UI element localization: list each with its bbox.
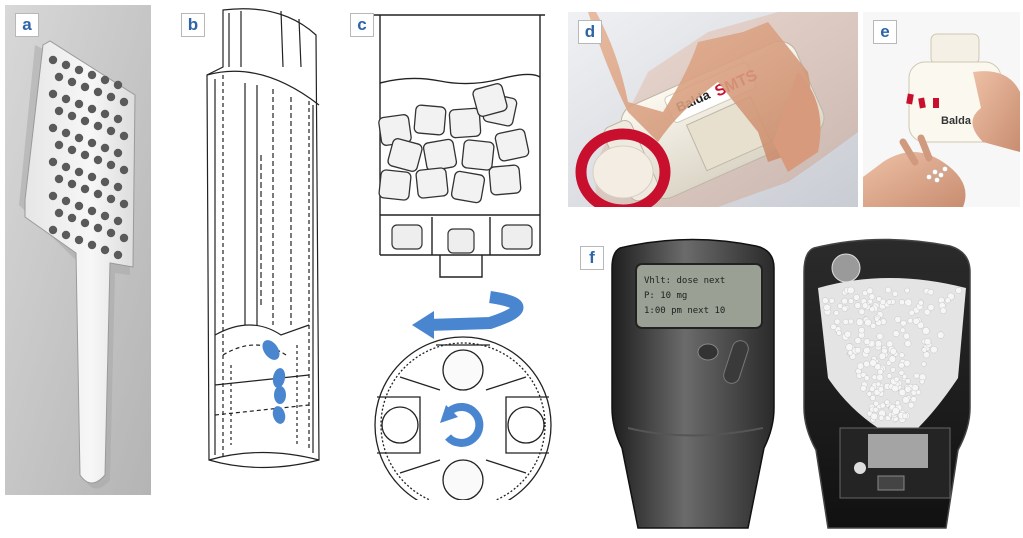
panel-a: a [5, 5, 151, 495]
bottle-brand-text-e: Balda [941, 115, 972, 127]
panel-d: d Balda SMTS [568, 12, 858, 207]
bottle-in-hand-photo: Balda SMTS [568, 12, 858, 207]
cube-pellets [378, 83, 530, 204]
bottle-pouring-photo: Balda [863, 12, 1020, 207]
handheld-dispenser-photo: Vhlt: dose next P: 10 mg 1:00 pm next 10 [611, 238, 971, 529]
device-button [697, 343, 719, 361]
dispenser-patent-drawing [206, 8, 320, 469]
spin-arrow-icon [440, 403, 484, 447]
cube-dispenser-drawing [370, 14, 552, 500]
panel-b-label: b [181, 13, 205, 37]
perforation-holes [48, 55, 129, 260]
panel-e: e Balda [863, 12, 1020, 207]
rotation-arrow-icon [412, 291, 524, 339]
pellets [262, 340, 286, 424]
panel-f: f Vhlt: dose next P: 10 mg 1:00 pm next … [578, 228, 998, 536]
dosing-spoon-illustration [5, 5, 151, 495]
panel-c: c [340, 5, 560, 500]
panel-a-label: a [15, 13, 39, 37]
screen-line-1: Vhlt: dose next [644, 276, 725, 286]
panel-f-label: f [580, 246, 604, 270]
screen-line-3: 1:00 pm next 10 [644, 306, 725, 316]
panel-c-label: c [350, 13, 374, 37]
screen-line-2: P: 10 mg [644, 291, 687, 301]
red-dial-ring [575, 128, 671, 207]
pellet-beads [822, 286, 963, 423]
panel-b: b [171, 5, 339, 475]
panel-d-label: d [578, 20, 602, 44]
panel-e-label: e [873, 20, 897, 44]
